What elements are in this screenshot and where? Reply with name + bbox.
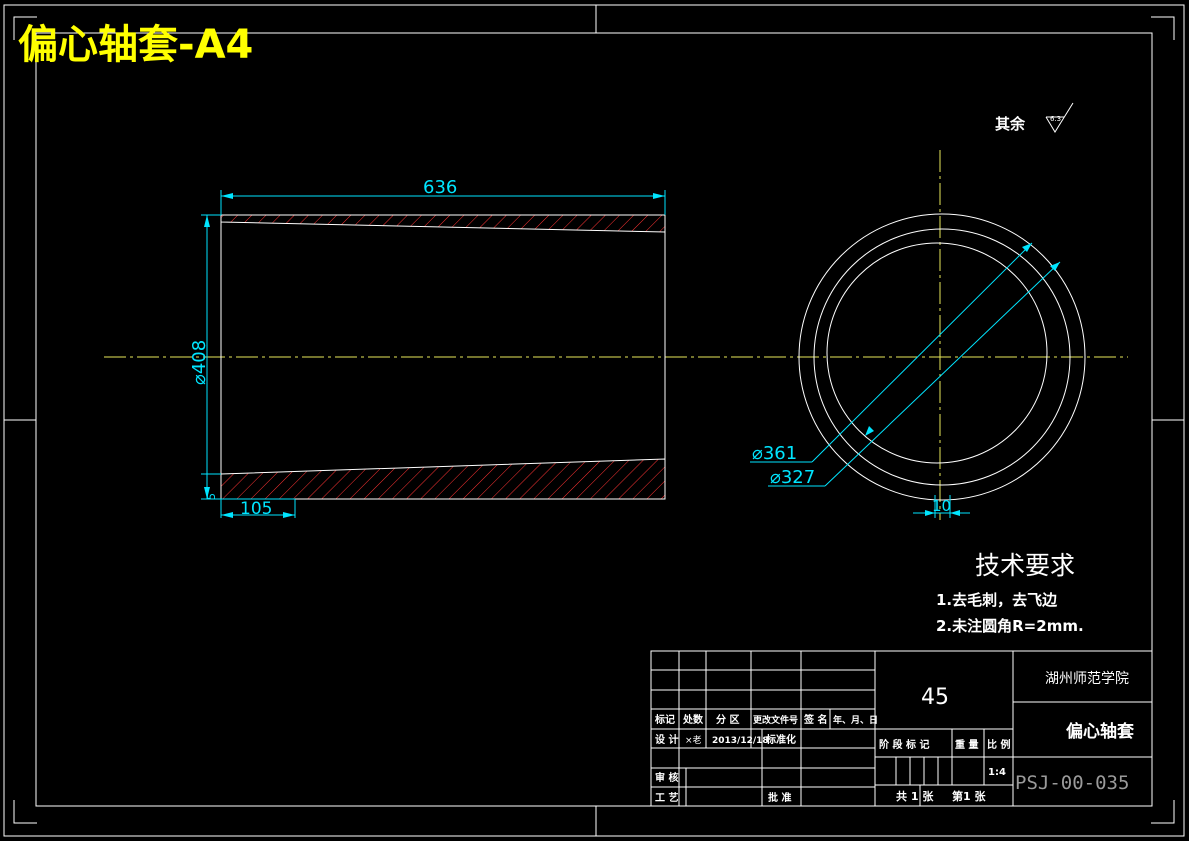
tb-review-label: 审 核 — [655, 771, 678, 784]
inner-frame — [35, 32, 1153, 807]
dim-length-text: 636 — [423, 177, 457, 198]
tb-material: 45 — [921, 685, 949, 710]
tb-approve-label: 批 准 — [768, 791, 791, 804]
tb-school: 湖州师范学院 — [1045, 670, 1129, 687]
tb-sheets-total: 共 1 张 — [896, 789, 934, 803]
tb-date: 2013/12/18 — [712, 736, 769, 746]
outer-circle — [798, 213, 1086, 501]
tech-heading: 技术要求 — [975, 551, 1075, 580]
leader-327 — [824, 261, 1061, 487]
tb-scale-label: 比 例 — [987, 738, 1010, 751]
dim-small-offset-text: 5 — [205, 493, 218, 500]
dim-small-offset: 5 — [201, 473, 221, 500]
side-view — [220, 214, 666, 500]
tb-header-sign: 签 名 — [803, 713, 827, 726]
roughness-value: 6.3 — [1050, 115, 1061, 123]
tb-sheet-no: 第1 张 — [952, 789, 986, 803]
roughness-symbol-icon: 6.3 — [1045, 102, 1074, 133]
middle-circle — [813, 228, 1071, 486]
inner-circle — [826, 242, 1048, 464]
corner-mark-br — [1151, 800, 1175, 824]
corner-mark-tr — [1151, 16, 1175, 40]
bottom-wall-hatch — [220, 458, 666, 500]
tb-header-date: 年、月、日 — [833, 714, 878, 726]
tb-header-count: 处数 — [682, 713, 704, 726]
dim-offset-105-text: 105 — [240, 499, 272, 519]
tb-stage-label: 阶 段 标 记 — [879, 738, 929, 751]
dim-outer-dia-text: ⌀408 — [189, 340, 210, 385]
dim-361-text: ⌀361 — [752, 443, 797, 464]
dim-outer-dia: ⌀408 — [189, 214, 221, 500]
roughness-label: 其余 — [995, 115, 1026, 133]
title-block — [650, 650, 1153, 807]
tb-drawing-no: PSJ-00-035 — [1015, 772, 1129, 794]
drawing-title: 偏心轴套-A4 — [18, 22, 253, 68]
tb-scale-value: 1:4 — [988, 767, 1006, 778]
tech-item-2: 2.未注圆角R=2mm. — [936, 617, 1084, 635]
title-block-text: 标记 处数 分 区 更改文件号 签 名 年、月、日 设 计 ×老 2013/12… — [654, 670, 1135, 804]
tb-process-label: 工 艺 — [655, 791, 678, 804]
tb-designer: ×老 — [685, 734, 702, 746]
tb-header-zone: 分 区 — [716, 713, 739, 726]
tb-weight-label: 重 量 — [955, 738, 978, 751]
corner-mark-tl — [13, 16, 37, 40]
tb-part-name: 偏心轴套 — [1066, 721, 1135, 742]
tb-header-change: 更改文件号 — [753, 714, 798, 726]
corner-mark-bl — [13, 800, 37, 824]
dim-length: 636 — [220, 177, 666, 215]
top-wall-hatch — [220, 214, 666, 233]
dim-offset-105: 105 — [220, 498, 296, 519]
tb-design-label: 设 计 — [655, 733, 678, 746]
dim-327-text: ⌀327 — [770, 467, 815, 488]
tech-item-1: 1.去毛刺，去飞边 — [936, 591, 1058, 609]
tb-header-mark: 标记 — [654, 713, 675, 726]
end-view: ⌀361 ⌀327 10 — [750, 150, 1086, 520]
dim-eccentric-text: 10 — [932, 497, 951, 515]
tb-std-label: 标准化 — [765, 733, 796, 746]
leader-361 — [811, 242, 1033, 463]
